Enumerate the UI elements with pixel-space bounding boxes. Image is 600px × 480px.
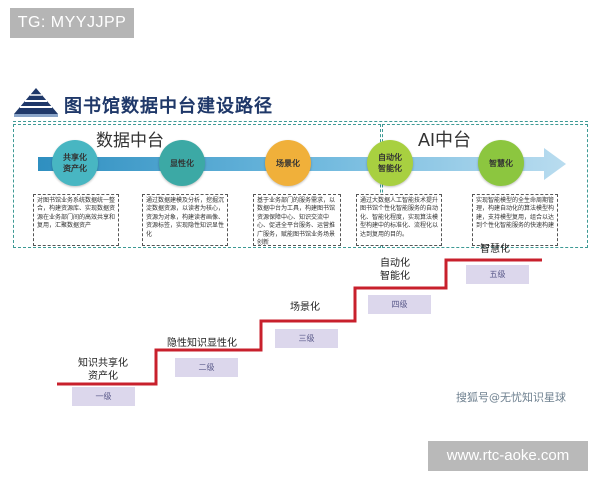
desc-explicit: 通过数据建模及分析，挖掘沉淀数据资源，以读者为核心，资源为对象，构建读者画像、资… <box>142 194 228 246</box>
page-title: 图书馆数据中台建设路径 <box>64 96 273 117</box>
level-badge-5: 五级 <box>466 265 529 284</box>
node-label: 显性化 <box>170 158 194 168</box>
ai-platform-frame <box>382 124 588 248</box>
step-label-1: 知识共享化 资产化 <box>78 358 128 382</box>
node-sharing: 共享化资产化 <box>52 140 98 186</box>
node-label: 资产化 <box>63 164 87 173</box>
section-label-data-platform: 数据中台 <box>96 131 164 151</box>
node-label: 智能化 <box>378 164 402 173</box>
library-logo-icon <box>14 88 58 117</box>
step-label-3: 场景化 <box>290 302 320 313</box>
desc-smart: 实现智能模型的全生命周期管理，构建自动化的算法模型构建，支持模型复用，组合以达到… <box>472 194 558 246</box>
node-label: 场景化 <box>276 158 300 168</box>
node-label: 共享化 <box>63 153 87 162</box>
node-label: 智慧化 <box>489 158 513 168</box>
level-badge-2: 二级 <box>175 358 238 377</box>
node-label: 自动化 <box>378 153 402 162</box>
watermark-credit: 搜狐号@无忧知识星球 <box>456 391 566 404</box>
section-label-ai-platform: AI中台 <box>418 130 472 150</box>
desc-automation: 通过大数据人工智能技术提升图书馆个性化智能服务的自动化、智能化程度，实现算法模型… <box>356 194 442 246</box>
step-label-2: 隐性知识显性化 <box>167 338 237 349</box>
step-label-4: 自动化 智能化 <box>380 258 410 282</box>
level-badge-4: 四级 <box>368 295 431 314</box>
desc-sharing: 对图书馆业务系统数据统一整合，构建资源库、实现数据资源在业务部门间的高效共享和复… <box>33 194 119 246</box>
node-scenario: 场景化 <box>265 140 311 186</box>
level-badge-3: 三级 <box>275 329 338 348</box>
node-explicit: 显性化 <box>159 140 205 186</box>
step-label-5: 智慧化 <box>480 244 510 255</box>
level-badge-1: 一级 <box>72 387 135 406</box>
data-platform-frame <box>13 124 381 248</box>
watermark-tag: TG: MYYJJPP <box>10 8 134 38</box>
top-dashed-line <box>13 121 588 123</box>
node-smart: 智慧化 <box>478 140 524 186</box>
watermark-url: www.rtc-aoke.com <box>428 441 588 471</box>
node-automation: 自动化智能化 <box>367 140 413 186</box>
desc-scenario: 基于业务部门的服务需求，以数据中台为工具，构建图书馆资源保障中心、知识交流中心、… <box>253 194 341 246</box>
